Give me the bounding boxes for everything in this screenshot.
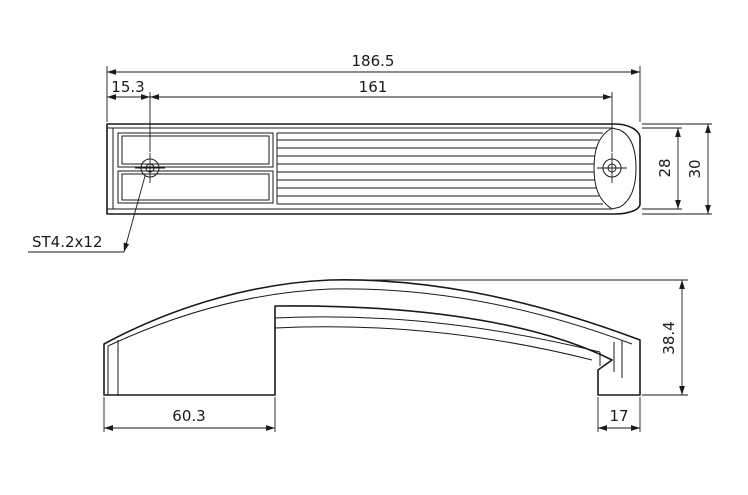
overall-length-label: 186.5 [352, 52, 395, 70]
dimension-overall-length: 186.5 [107, 52, 640, 75]
right-foot-label: 17 [609, 407, 628, 425]
dimension-right-foot: 17 [598, 407, 640, 431]
dimension-hole-spacing: 161 [150, 78, 612, 100]
dimension-inner-width: 28 [656, 128, 681, 209]
dimension-height: 38.4 [660, 280, 685, 395]
hole-spacing-label: 161 [359, 78, 388, 96]
dimension-outer-width: 30 [686, 124, 711, 214]
top-view-outline [106, 123, 641, 215]
hole-offset-label: 15.3 [111, 78, 144, 96]
screw-callout: ST4.2x12 [28, 175, 146, 253]
dimension-left-foot: 60.3 [104, 407, 275, 431]
screw-callout-label: ST4.2x12 [32, 233, 103, 251]
right-end-cap [593, 127, 637, 210]
side-view: 38.4 60.3 17 [103, 279, 688, 432]
height-label: 38.4 [660, 321, 678, 354]
outer-width-label: 30 [686, 159, 704, 178]
inner-width-label: 28 [656, 158, 674, 177]
top-view: 186.5 15.3 161 28 30 ST4.2x12 [28, 52, 712, 253]
left-foot-label: 60.3 [172, 407, 205, 425]
left-cavities [117, 132, 274, 204]
grip-ribs [276, 132, 603, 205]
side-view-outline [103, 279, 641, 396]
dimension-hole-offset: 15.3 [107, 78, 150, 100]
centerlines [135, 153, 627, 183]
